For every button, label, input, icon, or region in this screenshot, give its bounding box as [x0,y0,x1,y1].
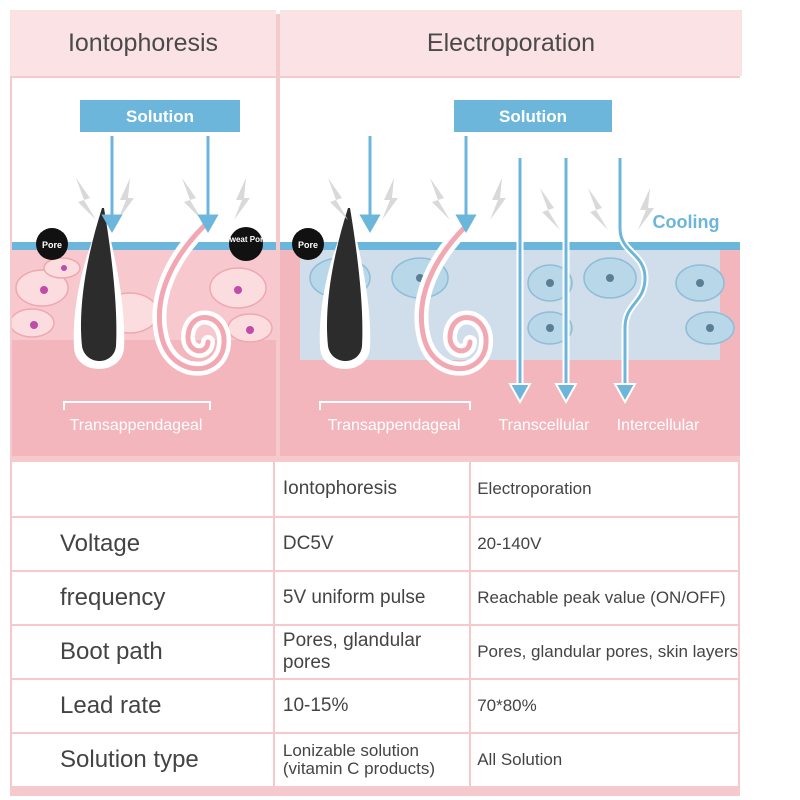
table-header-cell: Iontophoresis [272,460,472,518]
table-row: frequency 5V uniform pulse Reachable pea… [10,570,740,626]
intercellular-label: Intercellular [617,417,700,434]
solution-arrows [359,136,477,234]
row-label: frequency [10,570,275,626]
row-label: Boot path [10,624,275,680]
row-label: Lead rate [10,678,275,734]
ionto-value: DC5V [272,516,472,572]
sweat-pore-badge [229,227,263,261]
skin-surface-line [12,242,276,250]
ionto-value: 10-15% [272,678,472,734]
iontophoresis-diagram: Solution Pore Sweat Pore Transappendagea… [12,78,276,456]
solution-label: Solution [126,107,194,126]
hair-follicle [80,208,117,361]
electro-value: 20-140V [469,516,740,572]
table-row: Voltage DC5V 20-140V [10,516,740,572]
solution-arrows [101,136,219,234]
solution-label: Solution [499,107,567,126]
ionto-value: Lonizable solution (vitamin C products) [272,732,472,788]
svg-text:Pore: Pore [298,240,318,250]
svg-text:Pore: Pore [42,240,62,250]
svg-text:Sweat Pore: Sweat Pore [224,235,268,244]
transcellular-arrows [508,158,578,405]
table-header-row: Iontophoresis Electroporation [10,460,740,518]
header-iontophoresis: Iontophoresis [10,10,276,76]
table-row: Lead rate 10-15% 70*80% [10,678,740,734]
ionto-value: 5V uniform pulse [272,570,472,626]
electro-value: All Solution [469,732,740,788]
row-label: Solution type [10,732,275,788]
pore-badge [36,228,68,260]
ionto-value-line2: (vitamin C products) [282,759,435,778]
electric-bolt-icons [328,178,654,230]
transappendageal-bracket [63,401,211,410]
table-header-cell: Electroporation [469,460,740,518]
electroporation-diagram: Solution Cooling Pore Transappendageal T… [280,78,740,456]
cooling-label: Cooling [653,212,720,232]
ionto-value: Pores, glandular pores [272,624,472,680]
pore-badge [292,228,324,260]
table-row: Boot path Pores, glandular pores Pores, … [10,624,740,680]
comparison-table: Iontophoresis Electroporation Voltage DC… [10,460,740,788]
table-header-cell [10,460,275,518]
sweat-gland [156,223,227,372]
table-row: Solution type Lonizable solution (vitami… [10,732,740,788]
solution-box [80,100,240,132]
transcellular-label: Transcellular [499,417,591,434]
electro-value: Reachable peak value (ON/OFF) [469,570,740,626]
electro-value: 70*80% [469,678,740,734]
solution-box [454,100,612,132]
transappendageal-bracket [319,401,471,410]
hair-follicle [326,208,363,361]
electro-value: Pores, glandular pores, skin layers [469,624,740,680]
transappendageal-label: Transappendageal [70,417,203,434]
skin-surface-line [280,242,740,250]
row-label: Voltage [10,516,275,572]
intercellular-arrow [613,158,649,405]
sweat-gland [418,223,489,372]
ionto-value-line1: Lonizable solution [282,741,419,760]
electric-bolt-icons [76,178,250,220]
header-electroporation: Electroporation [280,10,742,76]
transappendageal-label: Transappendageal [328,417,461,434]
